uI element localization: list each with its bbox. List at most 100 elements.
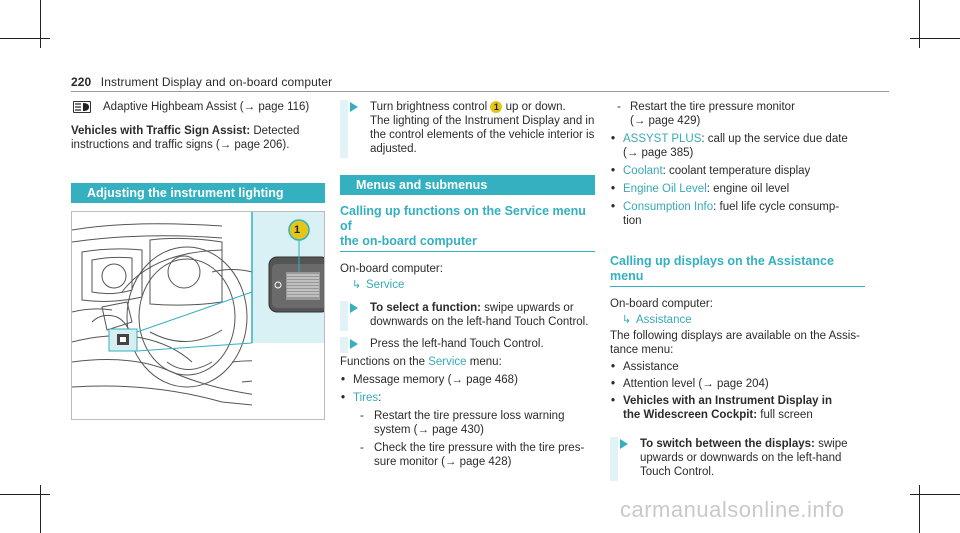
- list-item: • Tires:: [341, 392, 382, 404]
- functions-pre: Functions on the: [340, 356, 426, 368]
- sub3-line1: Restart the tire pressure monitor: [630, 101, 795, 113]
- sub-list-item: - Restart the tire pressure monitor (→ p…: [617, 101, 795, 127]
- assistance-item-2: Attention level (→ page 204): [623, 378, 769, 390]
- consumption-link: Consumption Info: [623, 201, 714, 213]
- crop-mark: [910, 494, 960, 495]
- assyst-link: ASSYST PLUS: [623, 133, 702, 145]
- step2-text2: downwards on the left-hand Touch Control…: [370, 316, 589, 328]
- path-service-text: Service: [366, 279, 405, 291]
- consumption-text: : fuel life cycle consump-: [713, 201, 840, 213]
- traffic-bold: Vehicles with Traffic Sign Assist:: [71, 125, 251, 137]
- crop-mark: [40, 485, 41, 533]
- sub3-line2: (→ page 429): [630, 115, 701, 127]
- step1-line3: the control elements of the vehicle inte…: [370, 129, 595, 141]
- sub-list-item: - Restart the tire pressure loss warning…: [360, 410, 565, 436]
- sub2-line2: sure monitor (→ page 428): [374, 456, 512, 468]
- assistance-item-3-line2: the Widescreen Cockpit:: [623, 409, 758, 421]
- step-bar: [340, 100, 348, 158]
- assyst-line2: (→ page 385): [623, 147, 694, 159]
- step-bar: [340, 301, 348, 331]
- functions-intro: Functions on the Service menu:: [340, 355, 595, 369]
- highbeam-text: Adaptive Highbeam Assist (→ page 116): [103, 101, 310, 113]
- column-2: Turn brightness control 1 up or down. Th…: [340, 100, 595, 469]
- assistance-item-3-line1: Vehicles with an Instrument Display in: [623, 395, 832, 407]
- coolant-text: : coolant temperature display: [662, 165, 811, 177]
- list-item: • Attention level (→ page 204): [611, 378, 769, 390]
- assistance-description: The following displays are available on …: [610, 329, 865, 357]
- step1-text-a: Turn brightness control: [370, 101, 488, 113]
- switch-text1: swipe: [818, 438, 848, 450]
- consumption-line2: tion: [623, 215, 642, 227]
- sub1-line1: Restart the tire pressure loss warning: [374, 410, 565, 422]
- list-item: • Message memory (→ page 468): [341, 374, 518, 386]
- assistance-item-1: Assistance: [623, 361, 679, 373]
- subhead-assistance-menu: Calling up displays on the Assistance me…: [610, 254, 865, 287]
- list-item: • Vehicles with an Instrument Display in…: [611, 395, 832, 421]
- step-bar: [340, 337, 348, 353]
- step-arrow-icon: [620, 439, 628, 449]
- list-item: • ASSYST PLUS: call up the service due d…: [611, 133, 848, 159]
- list-item: • Consumption Info: fuel life cycle cons…: [611, 201, 840, 227]
- traffic-text1: Detected: [253, 125, 300, 137]
- switch-text3: Touch Control.: [640, 466, 715, 478]
- highbeam-line: Adaptive Highbeam Assist (→ page 116): [71, 100, 325, 114]
- step1-text-b: up or down.: [505, 101, 566, 113]
- watermark: carmanualsonline.info: [620, 497, 845, 522]
- adaptive-highbeam-icon: [73, 101, 91, 113]
- crop-mark: [40, 0, 41, 48]
- list-item: • Assistance: [611, 361, 679, 373]
- column-3: - Restart the tire pressure monitor (→ p…: [610, 100, 865, 481]
- oil-link: Engine Oil Level: [623, 183, 707, 195]
- section-banner-lighting: Adjusting the instrument lighting: [71, 183, 325, 203]
- list-item-text: Message memory (→ page 468): [353, 374, 518, 386]
- switch-bold: To switch between the displays:: [640, 438, 815, 450]
- crop-mark: [919, 0, 920, 48]
- path-assistance-text: Assistance: [636, 314, 692, 326]
- subhead-line1: Calling up functions on the Service menu…: [340, 204, 586, 233]
- step2-text1: swipe upwards or: [484, 302, 574, 314]
- assyst-text: : call up the service due date: [701, 133, 848, 145]
- list-item: • Engine Oil Level: engine oil level: [611, 183, 790, 195]
- subhead-service-menu: Calling up functions on the Service menu…: [340, 204, 595, 252]
- crop-mark: [0, 494, 50, 495]
- step-arrow-icon: [350, 303, 358, 313]
- sub-list-item: - Check the tire pressure with the tire …: [360, 442, 585, 468]
- desc-line2: tance menu:: [610, 344, 674, 356]
- step2-bold: To select a function:: [370, 302, 481, 314]
- desc-line1: The following displays are available on …: [610, 330, 860, 342]
- list-item: • Coolant: coolant temperature display: [611, 165, 811, 177]
- page-number: 220: [71, 75, 92, 89]
- menu-path-arrow-icon: ↳: [622, 314, 632, 326]
- step-brightness: Turn brightness control 1 up or down. Th…: [340, 100, 595, 158]
- coolant-link: Coolant: [623, 165, 663, 177]
- list-item-colon: :: [378, 392, 382, 404]
- step-arrow-icon: [350, 339, 358, 349]
- step-switch-displays: To switch between the displays: swipe up…: [610, 437, 865, 481]
- step-bar: [610, 437, 618, 481]
- cockpit-illustration: 1: [71, 211, 325, 420]
- menu-path-assistance: ↳ Assistance: [610, 313, 865, 327]
- crop-mark: [919, 485, 920, 533]
- step-select-function: To select a function: swipe upwards or d…: [340, 301, 595, 331]
- functions-post: menu:: [469, 356, 502, 368]
- page-header: 220 Instrument Display and on-board comp…: [71, 75, 332, 89]
- callout-number: 1: [294, 224, 301, 236]
- traffic-sign-paragraph: Vehicles with Traffic Sign Assist: Detec…: [71, 124, 325, 152]
- subhead-line2: the on-board computer: [340, 234, 477, 248]
- menu-path-service: ↳ Service: [340, 278, 595, 292]
- step1-line2: The lighting of the Instrument Display a…: [370, 115, 595, 127]
- switch-text2: upwards or downwards on the left-hand: [640, 452, 842, 464]
- assistance-item-3-text: full screen: [760, 409, 813, 421]
- step1-line4: adjusted.: [370, 143, 417, 155]
- crop-mark: [910, 38, 960, 39]
- step-press: Press the left-hand Touch Control.: [340, 337, 595, 353]
- sub2-line1: Check the tire pressure with the tire pr…: [374, 442, 585, 454]
- step3-text: Press the left-hand Touch Control.: [370, 338, 544, 350]
- step-arrow-icon: [350, 102, 358, 112]
- list-item-link: Tires: [353, 392, 379, 404]
- column-1: Adaptive Highbeam Assist (→ page 116) Ve…: [71, 100, 325, 420]
- service-list: • Message memory (→ page 468) • Tires: -…: [340, 373, 595, 469]
- section-banner-menus: Menus and submenus: [340, 175, 595, 195]
- oil-text: : engine oil level: [706, 183, 790, 195]
- sub1-line2: system (→ page 430): [374, 424, 484, 436]
